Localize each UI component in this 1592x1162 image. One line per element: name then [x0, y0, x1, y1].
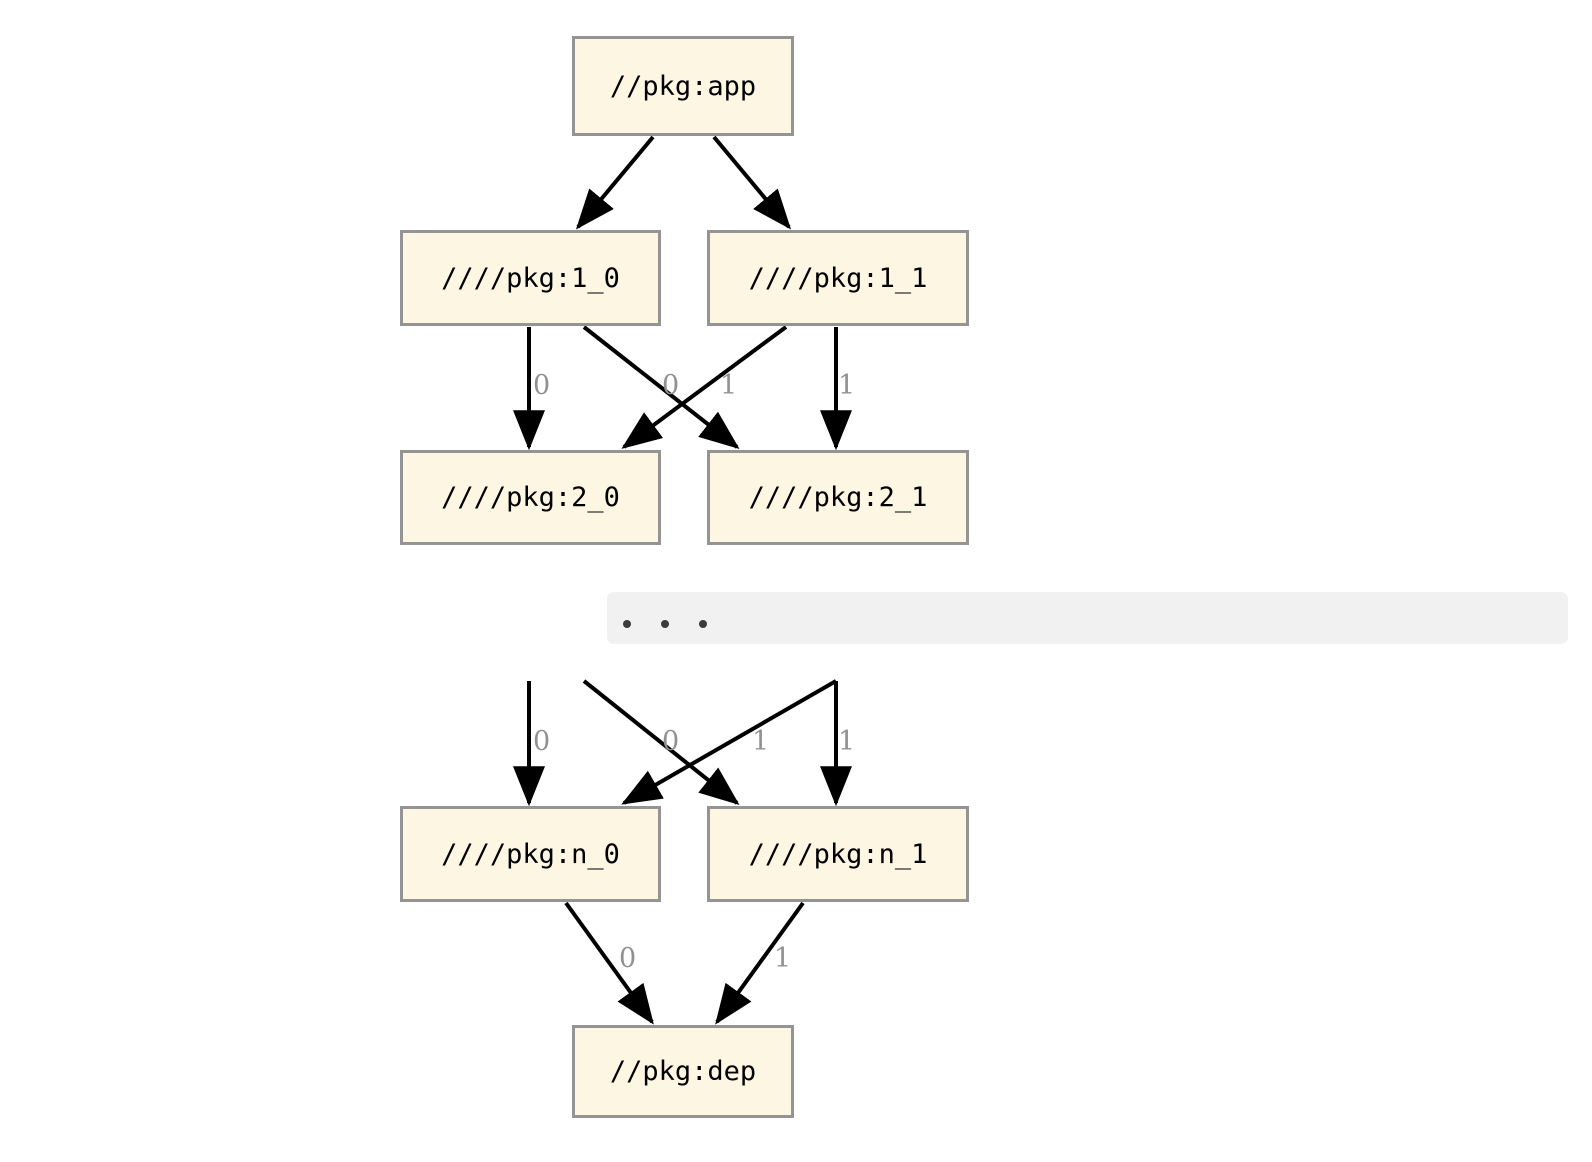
- edge-label: 1: [720, 370, 738, 401]
- edge-label: 0: [533, 726, 551, 757]
- edge-app-to-n1_1: [712, 135, 792, 230]
- edge-nn_0-to-dep: [564, 901, 654, 1025]
- node-n2_0[interactable]: ////pkg:2_0: [400, 450, 661, 545]
- ellipsis-dots: [623, 620, 707, 628]
- edge-source-to-nn_1: [582, 679, 740, 805]
- node-nn_1[interactable]: ////pkg:n_1: [707, 806, 969, 902]
- node-n1_1[interactable]: ////pkg:1_1: [707, 230, 969, 326]
- ellipsis-dot: [699, 620, 707, 628]
- node-nn_0[interactable]: ////pkg:n_0: [400, 806, 661, 902]
- node-app[interactable]: //pkg:app: [572, 36, 794, 136]
- edge-nn_1-to-dep: [715, 901, 805, 1025]
- edge-label: 0: [662, 726, 680, 757]
- edge-label: 1: [838, 726, 856, 757]
- node-label: //pkg:dep: [609, 1056, 757, 1087]
- edge-label: 0: [619, 943, 637, 974]
- ellipsis-separator-band: [607, 592, 1568, 644]
- node-label: ////pkg:2_1: [748, 482, 928, 513]
- node-n2_1[interactable]: ////pkg:2_1: [707, 450, 969, 545]
- ellipsis-dot: [623, 620, 631, 628]
- edge-label: 1: [774, 943, 792, 974]
- node-label: ////pkg:n_1: [748, 838, 928, 870]
- edge-label: 0: [533, 370, 551, 401]
- edge-source-to-nn_0: [621, 679, 837, 805]
- edge-app-to-n1_0: [575, 135, 655, 230]
- ellipsis-dot: [661, 620, 669, 628]
- node-label: ////pkg:n_0: [441, 838, 620, 870]
- node-label: //pkg:app: [609, 70, 757, 102]
- edge-label: 1: [838, 370, 856, 401]
- node-label: ////pkg:2_0: [441, 482, 620, 513]
- edge-label: 1: [752, 726, 770, 757]
- node-n1_0[interactable]: ////pkg:1_0: [400, 230, 661, 326]
- node-dep[interactable]: //pkg:dep: [572, 1025, 794, 1118]
- edge-n1_0-to-n2_1: [582, 325, 740, 449]
- edge-n1_1-to-n2_0: [621, 325, 788, 449]
- node-label: ////pkg:1_0: [441, 262, 620, 294]
- edge-label: 0: [662, 370, 680, 401]
- node-label: ////pkg:1_1: [748, 262, 928, 294]
